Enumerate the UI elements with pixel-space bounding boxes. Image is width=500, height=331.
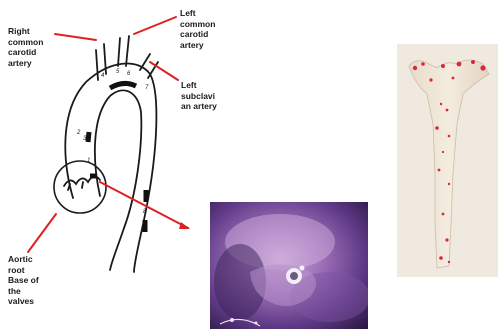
label-left-subclavian-artery: Left subclavi an artery — [181, 80, 231, 112]
section-number-labels: 1 2 3 4 5 6 7 8 — [76, 69, 149, 215]
en-face-aorta-photo — [397, 44, 498, 277]
section-markers — [88, 83, 146, 232]
label-aortic-root: Aortic root Base of the valves — [8, 254, 60, 307]
label-left-common-carotid-artery: Left common carotid artery — [180, 8, 228, 50]
section-number: 7 — [145, 85, 149, 91]
section-number: 4 — [101, 73, 105, 79]
section-number: 5 — [116, 69, 120, 75]
pointer-aortic-root — [28, 214, 56, 252]
section-number: 1 — [87, 158, 90, 164]
label-right-common-carotid-artery: Right common carotid artery — [8, 26, 68, 68]
aortic-root-section-photo — [210, 202, 368, 329]
pointer-left-subclavian — [150, 62, 178, 80]
aorta-outline — [64, 36, 158, 272]
section-number: 2 — [76, 130, 81, 136]
section-number: 6 — [127, 71, 131, 77]
pointer-left-carotid — [134, 17, 176, 34]
